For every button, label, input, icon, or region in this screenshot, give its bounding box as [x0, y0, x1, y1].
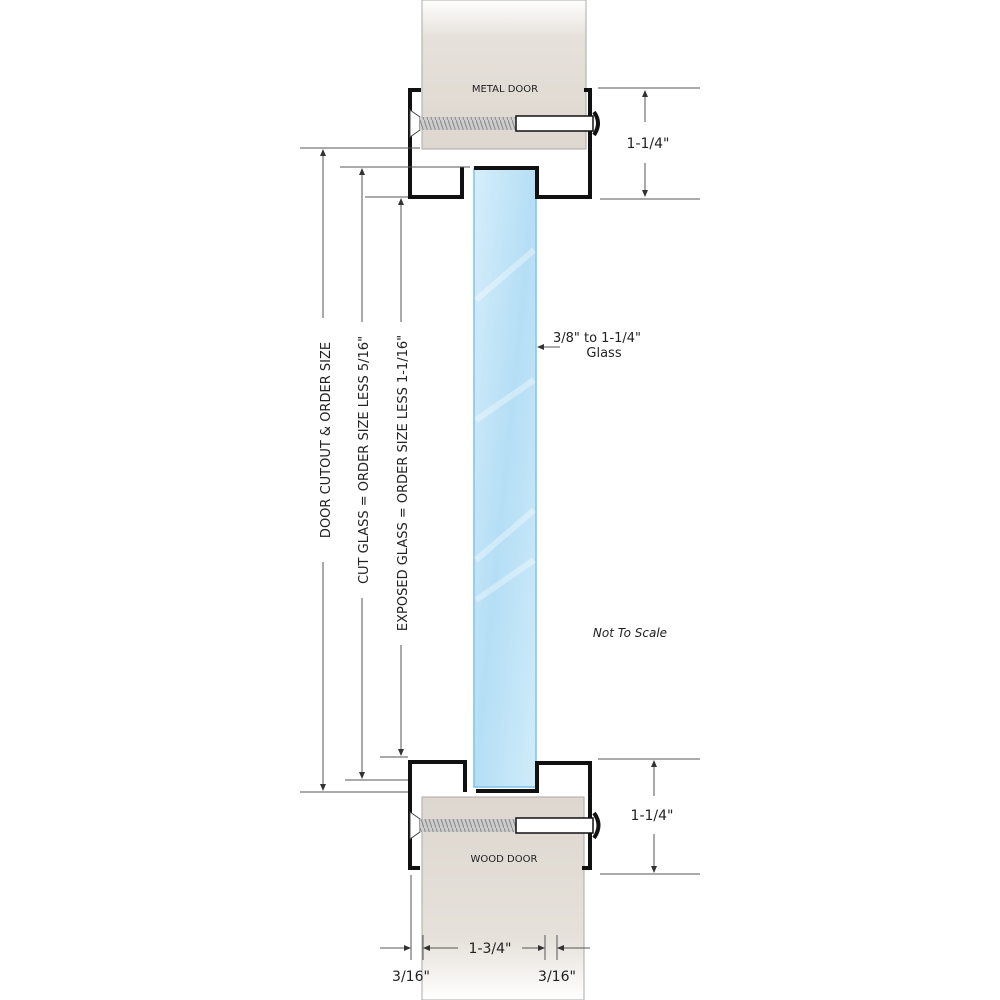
- glass-label: Glass: [586, 346, 621, 361]
- right-gap-label: 3/16": [538, 969, 576, 985]
- screw-thread: [420, 117, 516, 130]
- left-gap-label: 3/16": [392, 969, 430, 985]
- glass-range-label: 3/8" to 1-1/4": [553, 331, 641, 346]
- exposed-glass-label: EXPOSED GLASS = ORDER SIZE LESS 1-1/16": [396, 335, 411, 631]
- screw-cap: [592, 811, 601, 840]
- top-thickness-label: 1-1/4": [627, 136, 670, 152]
- bottom-frame: [408, 760, 592, 870]
- metal-door-label: METAL DOOR: [472, 84, 538, 95]
- wood-door-label: WOOD DOOR: [471, 854, 538, 865]
- glass-callout: 3/8" to 1-1/4" Glass: [537, 331, 641, 361]
- bottom-thickness-label: 1-1/4": [631, 808, 674, 824]
- bottom-width-dimensions: 1-3/4" 3/16" 3/16": [380, 875, 590, 985]
- top-screw: [409, 109, 600, 138]
- glass-pane: [473, 168, 537, 788]
- top-thickness-dimension: 1-1/4": [598, 87, 700, 200]
- bottom-screw: [409, 811, 601, 840]
- bottom-thickness-dimension: 1-1/4": [598, 758, 700, 875]
- door-cutout-dimension: DOOR CUTOUT & ORDER SIZE: [300, 147, 420, 793]
- screw-cap: [592, 110, 600, 137]
- cut-glass-label: CUT GLASS = ORDER SIZE LESS 5/16": [357, 336, 372, 584]
- cut-glass-dimension: CUT GLASS = ORDER SIZE LESS 5/16": [340, 166, 470, 781]
- exposed-glass-dimension: EXPOSED GLASS = ORDER SIZE LESS 1-1/16": [365, 196, 411, 758]
- door-cutout-label: DOOR CUTOUT & ORDER SIZE: [319, 342, 334, 538]
- not-to-scale-note: Not To Scale: [593, 626, 667, 640]
- glass-reflection: [474, 247, 536, 603]
- door-width-label: 1-3/4": [469, 941, 512, 957]
- screw-thread: [420, 819, 516, 832]
- top-frame: [408, 88, 592, 199]
